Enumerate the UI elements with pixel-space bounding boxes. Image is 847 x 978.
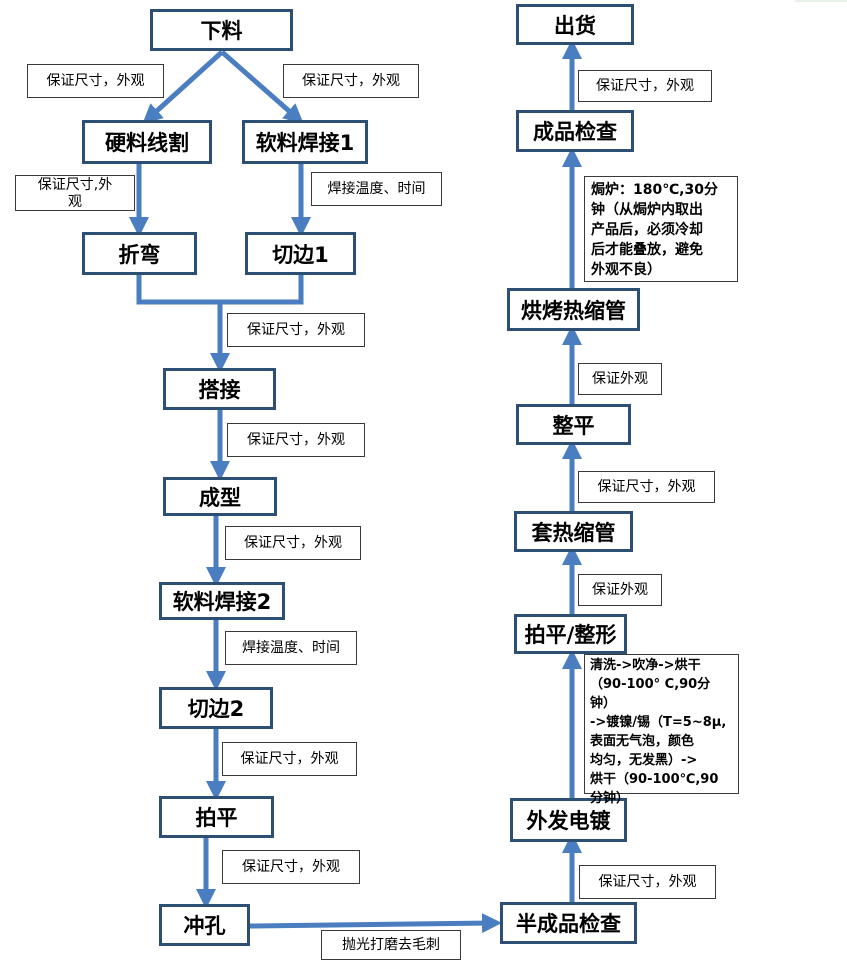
note-hanjie1-temp: 焊接温度、时间 xyxy=(311,172,442,206)
node-zhengping: 整平 xyxy=(516,404,631,445)
node-qiebian2: 切边2 xyxy=(159,687,273,729)
node-banchengpin-jiancha: 半成品检查 xyxy=(500,902,637,944)
node-chuhuo: 出货 xyxy=(516,4,634,45)
note-xialiao-right: 保证尺寸，外观 xyxy=(283,64,419,98)
note-yingliao: 保证尺寸,外 观 xyxy=(15,175,135,211)
note-zhengping: 保证外观 xyxy=(578,363,662,395)
node-chengxing: 成型 xyxy=(163,477,277,516)
note-banchengpin: 保证尺寸，外观 xyxy=(579,865,716,899)
node-dajie: 搭接 xyxy=(163,368,276,410)
node-yingliao-xiange: 硬料线割 xyxy=(82,120,212,164)
note-hongkao-process: 焗炉：180℃,30分 钟（从焗炉内取出 产品后，必须冷却 后才能叠放，避免 外… xyxy=(584,176,738,282)
node-hongkao-resuoguan: 烘烤热缩管 xyxy=(507,288,640,331)
merge-line xyxy=(136,275,304,305)
note-diandu-process: 清洗->吹净->烘干 （90-100° C,90分钟） ->镀镍/锡（T=5~8… xyxy=(584,654,739,806)
note-xialiao-left: 保证尺寸，外观 xyxy=(27,64,164,98)
note-dajie: 保证尺寸，外观 xyxy=(227,423,365,457)
node-paiping-zhengxing: 拍平/整形 xyxy=(514,614,627,654)
note-paoguang: 抛光打磨去毛刺 xyxy=(321,930,461,960)
note-chengpin: 保证尺寸，外观 xyxy=(578,70,712,102)
node-xialiao: 下料 xyxy=(150,9,293,51)
node-zhewan: 折弯 xyxy=(82,232,197,275)
node-waifa-diandu: 外发电镀 xyxy=(510,798,627,842)
top-right-accent-line xyxy=(795,0,847,2)
node-tao-resuoguan: 套热缩管 xyxy=(514,511,633,552)
node-chongkong: 冲孔 xyxy=(159,904,250,946)
note-qiebian2: 保证尺寸，外观 xyxy=(222,742,357,776)
node-chengpin-jiancha: 成品检查 xyxy=(516,110,634,152)
note-chengxing: 保证尺寸，外观 xyxy=(225,526,361,560)
note-hanjie2-temp: 焊接温度、时间 xyxy=(225,631,357,665)
note-paiping-zhengxing: 保证外观 xyxy=(578,574,662,606)
node-qiebian1: 切边1 xyxy=(245,232,356,275)
arrow-chongkong-to-banchengpin xyxy=(249,913,502,934)
node-ruanliao-hanjie2: 软料焊接2 xyxy=(159,582,285,620)
note-paiping: 保证尺寸，外观 xyxy=(222,850,360,884)
node-ruanliao-hanjie1: 软料焊接1 xyxy=(242,120,368,164)
note-tao: 保证尺寸，外观 xyxy=(578,471,715,503)
node-paiping: 拍平 xyxy=(159,796,274,838)
note-merge: 保证尺寸，外观 xyxy=(227,313,365,347)
